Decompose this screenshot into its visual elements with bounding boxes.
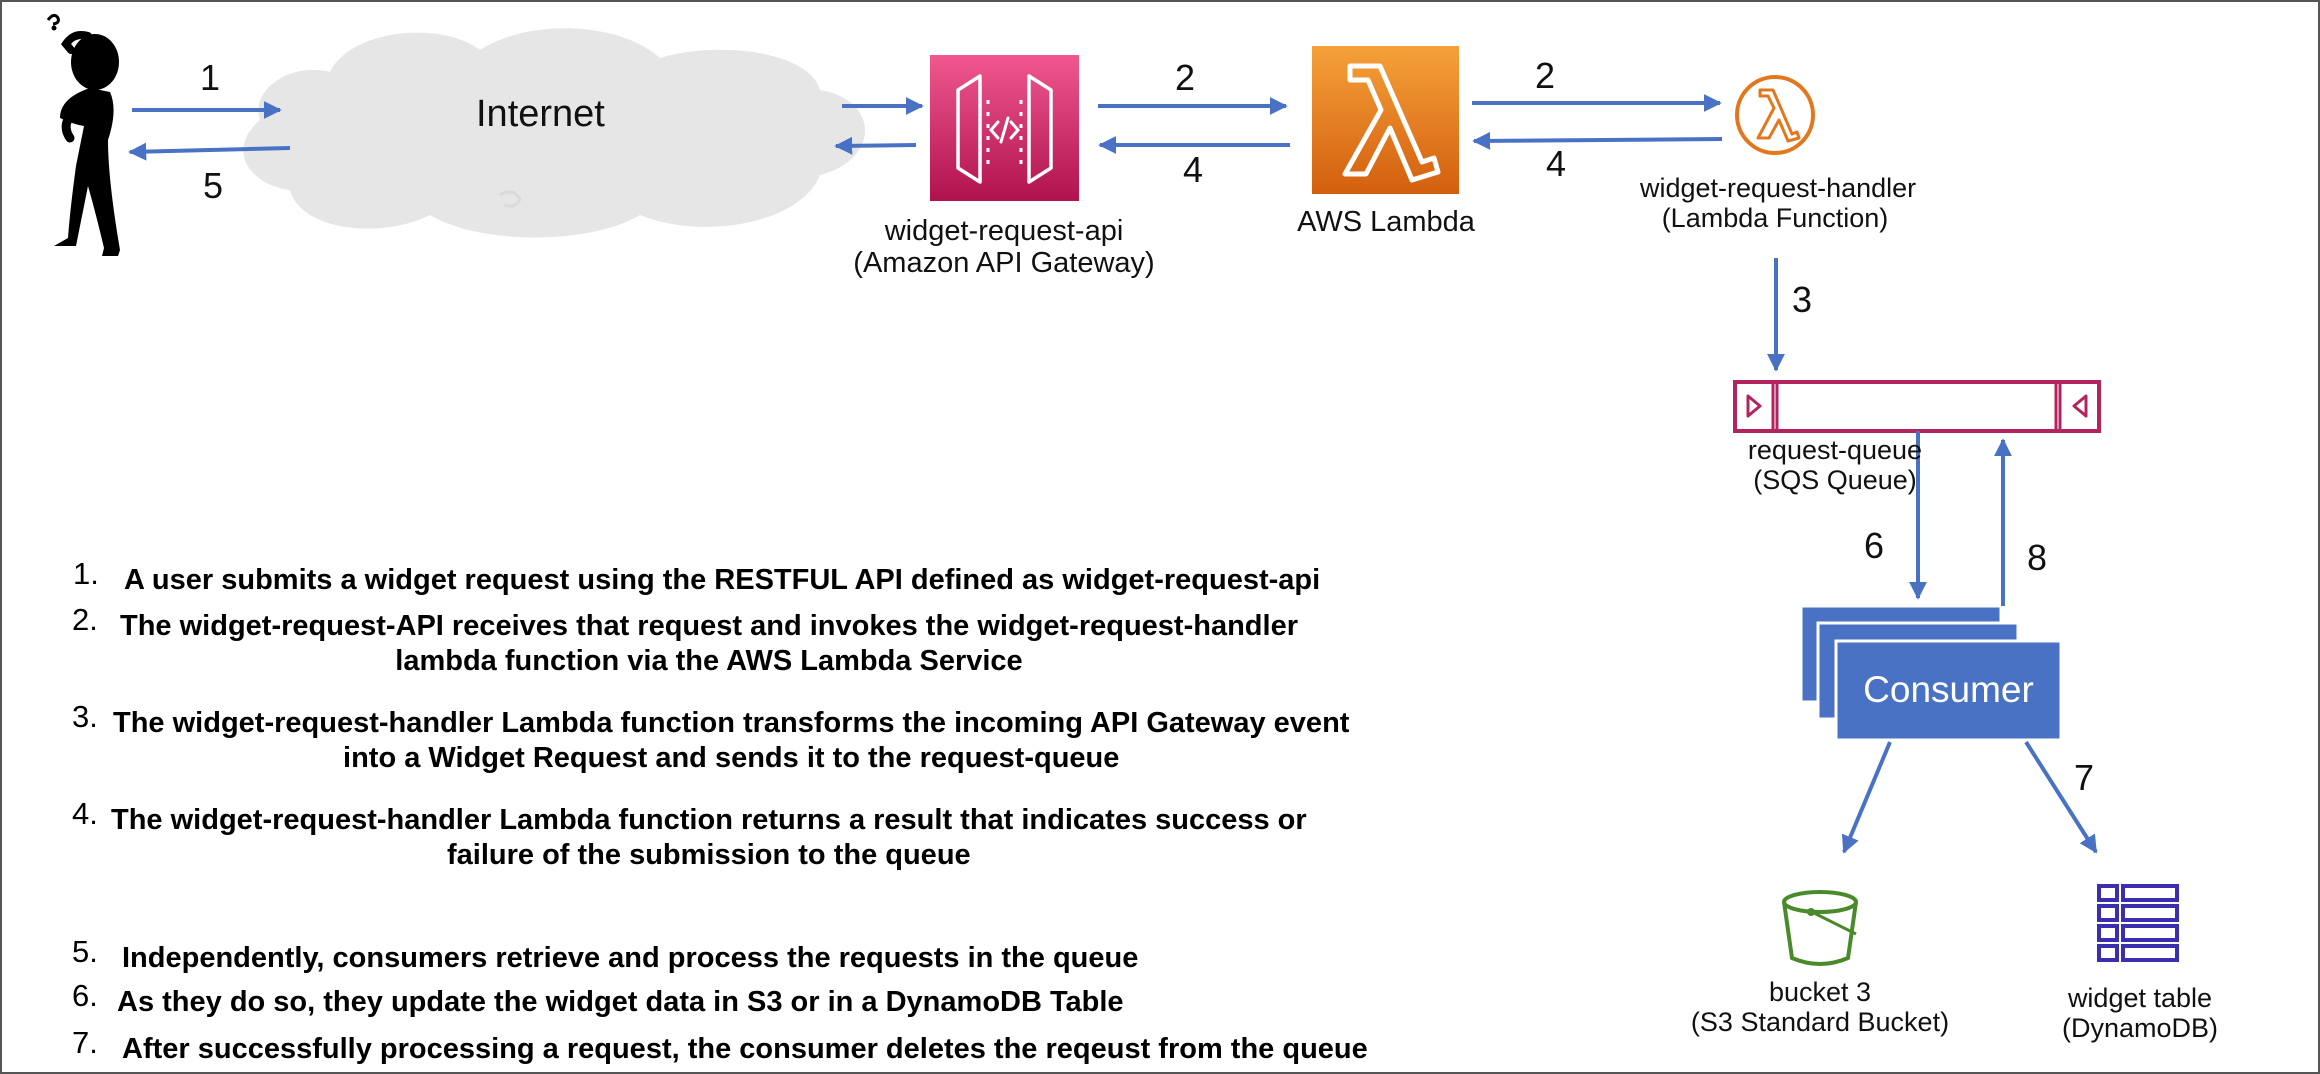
table-name: widget table xyxy=(2067,983,2213,1013)
queue-type: (SQS Queue) xyxy=(1753,464,1917,495)
internet-cloud-shape xyxy=(243,28,866,238)
step-text-line-2: lambda function via the AWS Lambda Servi… xyxy=(395,644,1023,677)
table-type: (DynamoDB) xyxy=(2061,1012,2219,1043)
arrow-number-4b: 4 xyxy=(1546,143,1567,184)
arrow-number-6: 6 xyxy=(1864,525,1885,566)
step-text: After successfully processing a request,… xyxy=(122,1033,1368,1065)
step-text-line-2: failure of the submission to the queue xyxy=(447,838,971,871)
step-2: 2. The widget-request-API receives that … xyxy=(72,602,1298,679)
api-gateway-label: widget-request-api (Amazon API Gateway) xyxy=(834,215,1174,280)
step-text-line-1: The widget-request-API receives that req… xyxy=(120,610,1298,642)
step-5: 5. Independently, consumers retrieve and… xyxy=(72,934,1139,976)
arrow-number-2a: 2 xyxy=(1175,57,1196,98)
step-1: 1. A user submits a widget request using… xyxy=(73,556,1321,598)
aws-lambda-label: AWS Lambda xyxy=(1297,206,1475,238)
s3-bucket-icon xyxy=(1782,890,1858,966)
step-text: Independently, consumers retrieve and pr… xyxy=(122,942,1139,974)
step-number: 7. xyxy=(72,1025,98,1060)
arrow-consumer-to-bucket xyxy=(1841,741,1892,854)
step-number: 6. xyxy=(72,978,98,1013)
step-number: 3. xyxy=(72,699,98,734)
arrow-handler-to-lambda xyxy=(1472,131,1723,150)
arrow-consumer-to-table xyxy=(2024,740,2098,854)
arrow-number-7: 7 xyxy=(2074,757,2095,798)
arrow-api-to-internet xyxy=(834,136,917,155)
step-7: 7. After successfully processing a reque… xyxy=(72,1025,1368,1067)
api-gateway-type: (Amazon API Gateway) xyxy=(853,246,1155,279)
arrow-internet-to-user xyxy=(128,142,291,161)
arrow-number-1: 1 xyxy=(200,57,221,98)
queue-name: request-queue xyxy=(1747,435,1923,465)
api-gateway-name: widget-request-api xyxy=(884,215,1124,247)
internet-label: Internet xyxy=(476,93,605,135)
step-4: 4. The widget-request-handler Lambda fun… xyxy=(72,796,1307,873)
step-number: 4. xyxy=(72,796,98,831)
step-text-line-1: The widget-request-handler Lambda functi… xyxy=(113,707,1350,739)
handler-name: widget-request-handler xyxy=(1640,173,1917,203)
handler-label: widget-request-handler (Lambda Function) xyxy=(1640,173,1917,233)
user-figure-icon xyxy=(46,13,120,256)
step-text-line-1: The widget-request-handler Lambda functi… xyxy=(111,804,1307,836)
step-6: 6. As they do so, they update the widget… xyxy=(72,978,1124,1020)
arrow-number-3: 3 xyxy=(1792,279,1813,320)
step-number: 1. xyxy=(73,556,99,591)
aws-lambda-icon xyxy=(1312,46,1459,194)
sqs-queue-icon xyxy=(1733,380,2101,433)
table-label: widget table (DynamoDB) xyxy=(2030,983,2250,1043)
step-number: 2. xyxy=(72,602,98,637)
dynamodb-table-icon xyxy=(2097,884,2179,962)
arrow-number-2b: 2 xyxy=(1535,55,1556,96)
consumer-stack xyxy=(1799,604,2063,742)
arrow-number-8: 8 xyxy=(2027,537,2048,578)
arrow-number-5: 5 xyxy=(203,165,224,206)
step-text: As they do so, they update the widget da… xyxy=(117,986,1124,1018)
step-number: 5. xyxy=(72,934,98,969)
consumer-label: Consumer xyxy=(1863,669,2034,710)
api-gateway-icon xyxy=(930,55,1079,201)
bucket-name: bucket 3 xyxy=(1768,977,1872,1007)
bucket-label: bucket 3 (S3 Standard Bucket) xyxy=(1660,977,1980,1037)
bucket-type: (S3 Standard Bucket) xyxy=(1690,1006,1950,1037)
arrow-number-4a: 4 xyxy=(1183,149,1204,190)
step-text-line-2: into a Widget Request and sends it to th… xyxy=(343,741,1120,774)
handler-type: (Lambda Function) xyxy=(1661,202,1889,233)
queue-label: request-queue (SQS Queue) xyxy=(1700,435,1970,495)
lambda-function-icon xyxy=(1735,75,1815,155)
step-3: 3. The widget-request-handler Lambda fun… xyxy=(72,699,1350,776)
step-text: A user submits a widget request using th… xyxy=(124,564,1321,596)
